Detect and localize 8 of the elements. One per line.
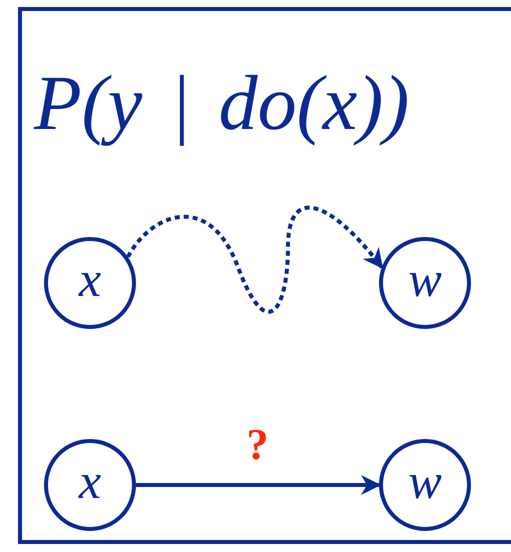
edge-label: ? bbox=[246, 423, 268, 467]
arrow bbox=[126, 206, 384, 314]
title: P(y | do(x)) bbox=[34, 58, 410, 148]
arrow bbox=[136, 475, 381, 495]
variable-label: x bbox=[78, 456, 102, 506]
variable-label: w bbox=[408, 456, 442, 506]
variable-label: w bbox=[408, 254, 442, 304]
variable-label: x bbox=[78, 254, 102, 304]
